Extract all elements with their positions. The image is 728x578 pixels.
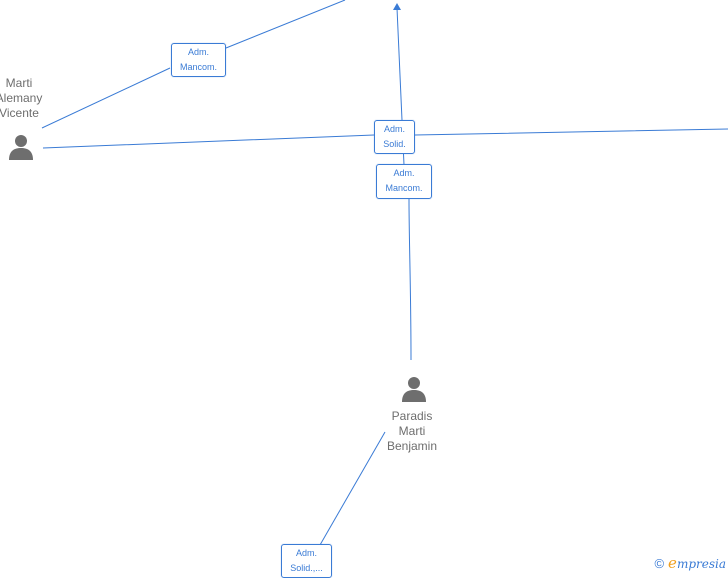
- role-box-middle-mancom[interactable]: Adm. Mancom.: [376, 164, 432, 199]
- person-icon[interactable]: [6, 132, 36, 162]
- edge-left-horizontal: [42, 128, 728, 149]
- center-person-name: Paradis Marti Benjamin: [386, 409, 438, 453]
- person-icon[interactable]: [399, 374, 429, 404]
- brand-logo: empresia: [668, 554, 726, 572]
- copyright-icon: ©: [654, 555, 665, 571]
- edge-left-to-top: [41, 0, 346, 129]
- role-box-top-left[interactable]: Adm. Mancom.: [171, 43, 226, 77]
- arrow-head-icon: [393, 3, 401, 10]
- left-person-name: Marti Alemany Vicente: [0, 76, 43, 120]
- brand-footer: © empresia: [654, 554, 726, 572]
- role-box-middle-solid[interactable]: Adm. Solid.: [374, 120, 415, 154]
- edge-bottom-diagonal: [319, 431, 386, 546]
- role-box-bottom[interactable]: Adm. Solid.,...: [281, 544, 332, 578]
